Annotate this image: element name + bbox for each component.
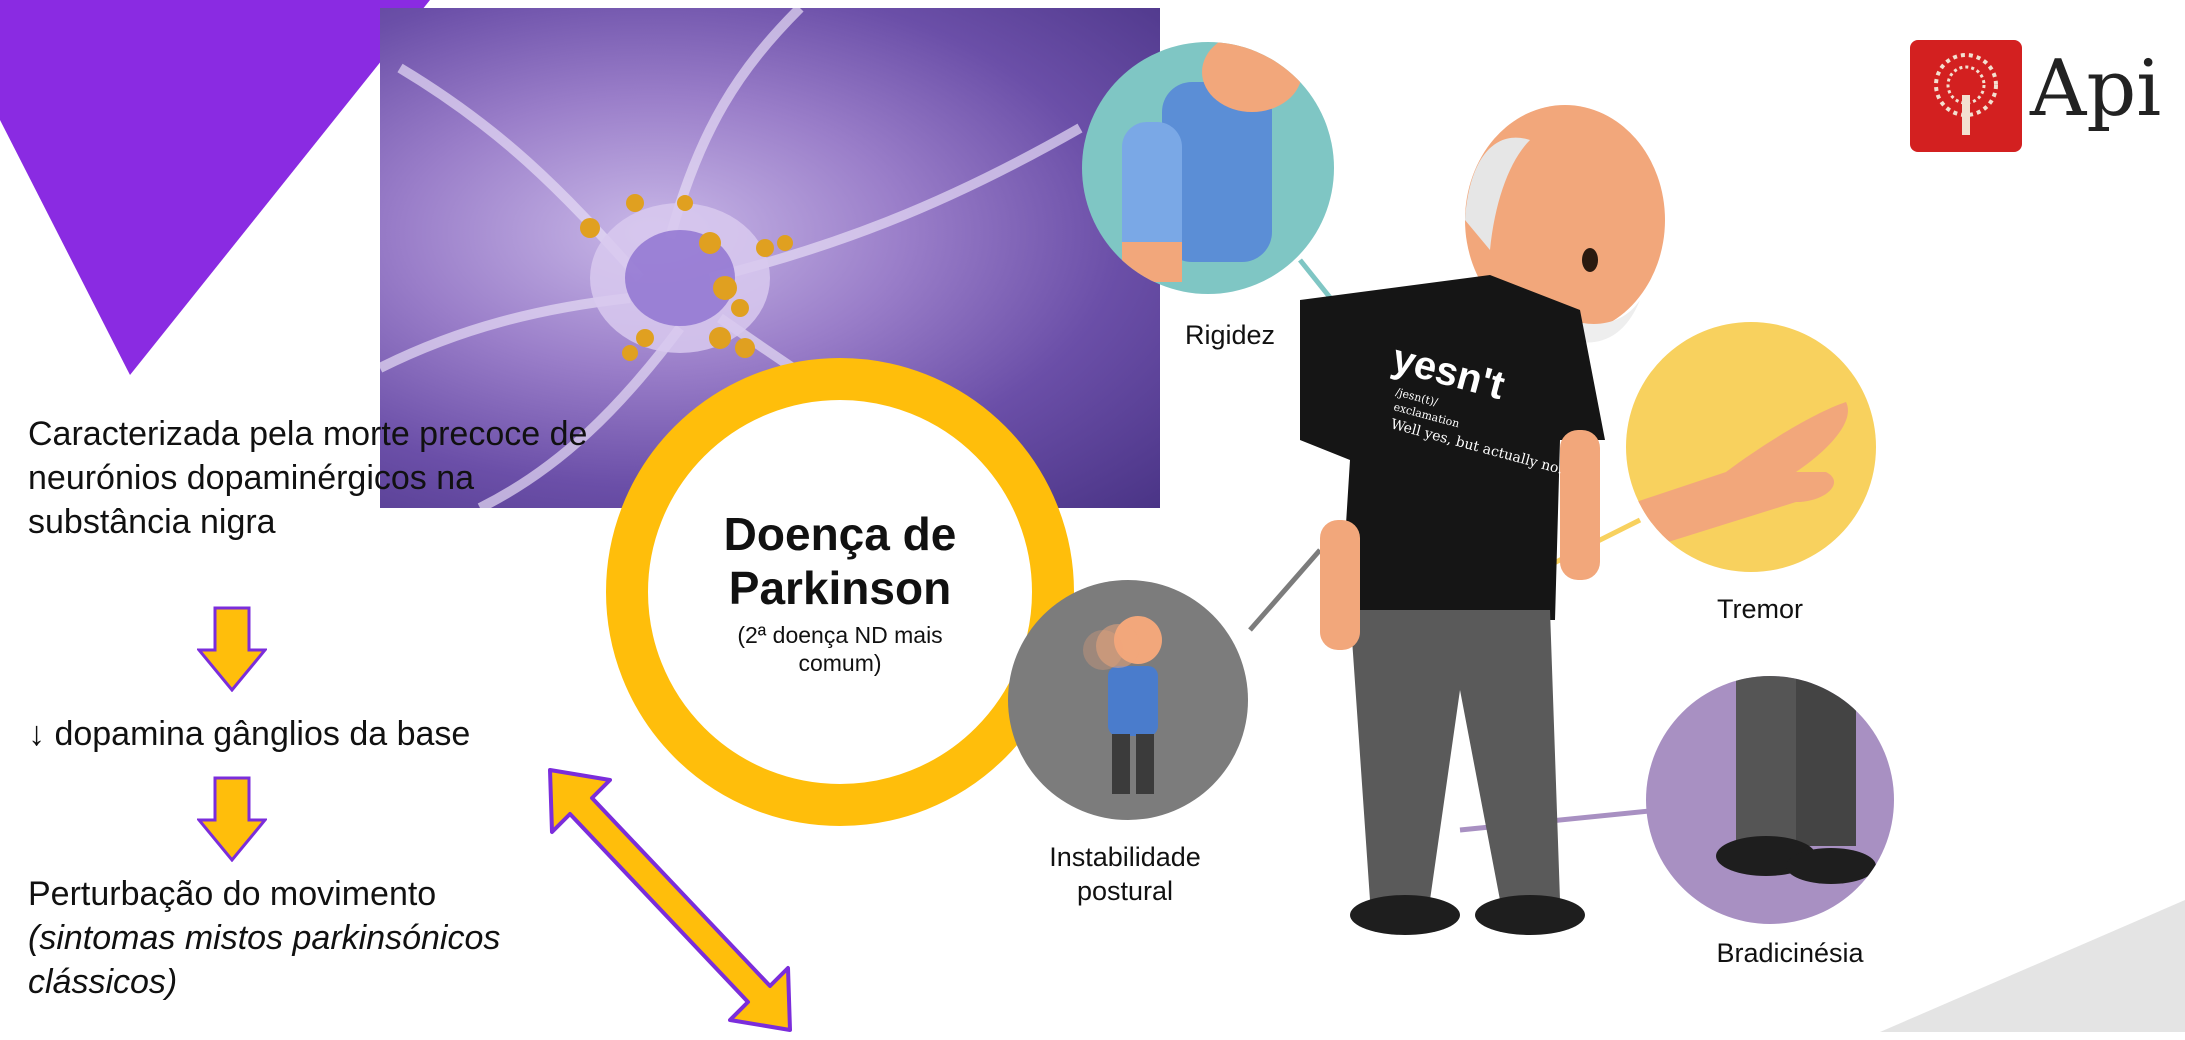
movement-text: Perturbação do movimento (sintomas misto… [28, 872, 588, 1004]
dopamine-text: ↓ dopamina gânglios da base [28, 715, 471, 753]
ring-subtitle: (2ª doença ND mais comum) [737, 622, 943, 676]
logo-text: Api [2030, 44, 2162, 134]
movement-italic: (sintomas mistos parkinsónicos clássicos… [28, 919, 501, 1001]
down-arrow-icon [197, 776, 267, 862]
parkinson-ring: Doença de Parkinson (2ª doença ND mais c… [606, 358, 1074, 826]
movement-main: Perturbação do movimento [28, 875, 437, 913]
ring-title: Doença de Parkinson [723, 508, 957, 614]
double-arrow-icon [548, 768, 792, 1032]
instabilidade-label: Instabilidade postural [1049, 842, 1201, 906]
postural-instability-circle [1008, 580, 1248, 820]
rigidez-label: Rigidez [1184, 320, 1276, 350]
down-arrow-icon [197, 606, 267, 692]
grey-triangle-decoration [1880, 900, 2185, 1032]
purple-triangle-decoration [0, 0, 430, 375]
tremor-circle [1626, 322, 1876, 572]
description-text: Caracterizada pela morte precoce de neur… [28, 415, 588, 541]
logo-tree-icon [1910, 40, 2022, 152]
tremor-label: Tremor [1717, 594, 1803, 624]
elderly-man-illustration: yesn't /jesn(t)/ exclamation Well yes, b… [1260, 100, 1690, 960]
bradicinesia-label: Bradicinésia [1716, 938, 1864, 968]
bradykinesia-circle [1646, 676, 1894, 924]
